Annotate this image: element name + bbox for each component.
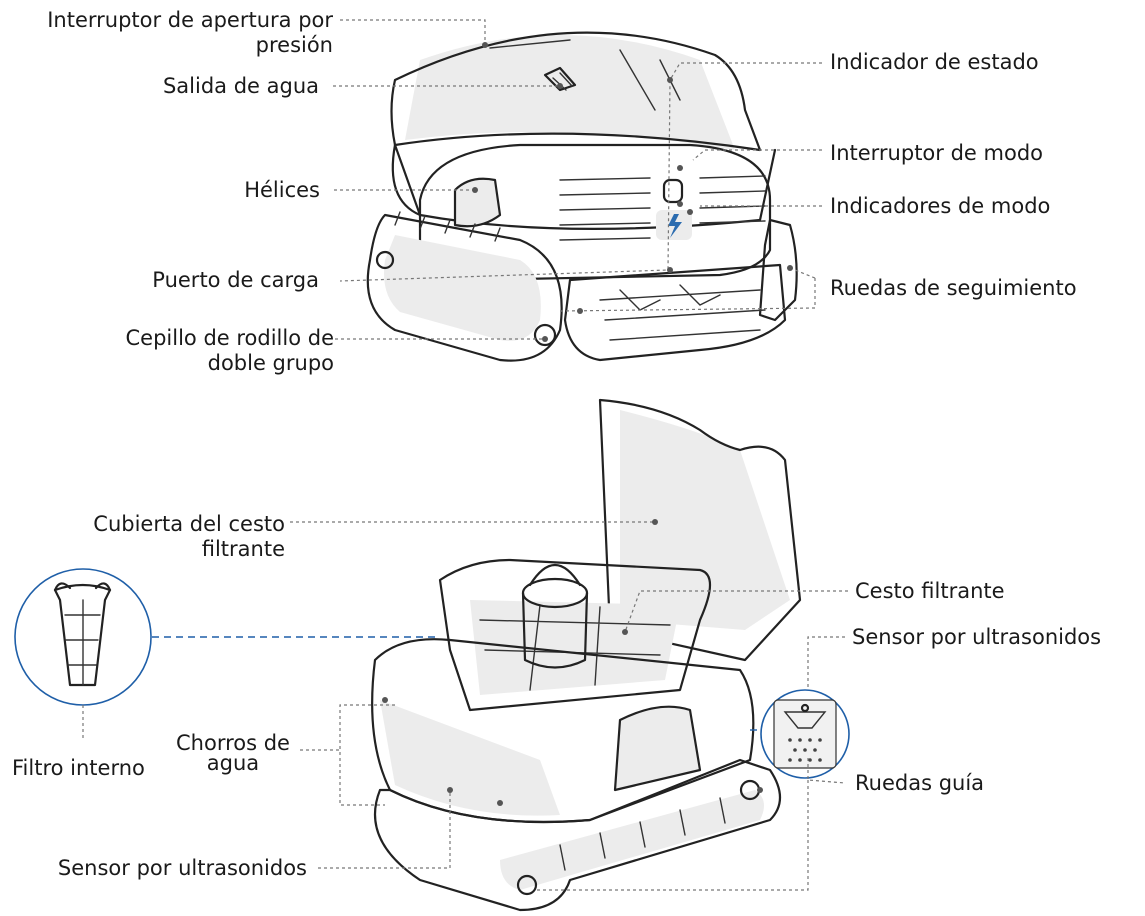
water-jets-label: Chorros de agua	[168, 731, 298, 775]
water-outlet-label: Salida de agua	[162, 74, 319, 98]
charging-port-label: Puerto de carga	[152, 268, 319, 292]
roller-brush-label-line1: Cepillo de rodillo de	[125, 326, 335, 350]
tracking-wheels-label: Ruedas de seguimiento	[830, 276, 1077, 300]
filter-cover-label-line1: Cubierta del cesto	[93, 512, 285, 536]
propellers-label: Hélices	[244, 178, 320, 202]
roller-brush-label-line2: doble grupo	[207, 351, 334, 375]
bottom-robot-illustration	[371, 398, 802, 912]
filter-basket-label: Cesto filtrante	[855, 579, 1005, 603]
status-indicator-label: Indicador de estado	[830, 50, 1039, 74]
top-robot-illustration	[366, 31, 798, 362]
guide-wheels-label: Ruedas guía	[855, 771, 985, 795]
mode-switch-label: Interruptor de modo	[830, 141, 1043, 165]
internal-filter-detail	[14, 568, 152, 706]
mode-indicators-label: Indicadores de modo	[830, 194, 1051, 218]
ultrasonic-sensor-right-label: Sensor por ultrasonidos	[852, 625, 1102, 649]
pressure-switch-label-line2: presión	[255, 33, 333, 57]
ultrasonic-sensor-bottom-label: Sensor por ultrasonidos	[57, 856, 307, 880]
water-jets-label-line1: Chorros de	[176, 731, 290, 755]
water-jets-label-line2: agua	[206, 751, 260, 775]
pressure-switch-label: Interruptor de apertura por presión	[47, 8, 333, 58]
ultrasonic-sensor-detail	[760, 689, 850, 779]
roller-brush-label: Cepillo de rodillo de doble grupo	[126, 326, 335, 376]
leader-lines	[82, 19, 848, 891]
internal-filter-label: Filtro interno	[12, 756, 145, 780]
filter-cover-label: Cubierta del cesto filtrante	[93, 512, 285, 562]
pressure-switch-label-line1: Interruptor de apertura por	[47, 8, 333, 32]
filter-cover-label-line2: filtrante	[201, 537, 285, 561]
